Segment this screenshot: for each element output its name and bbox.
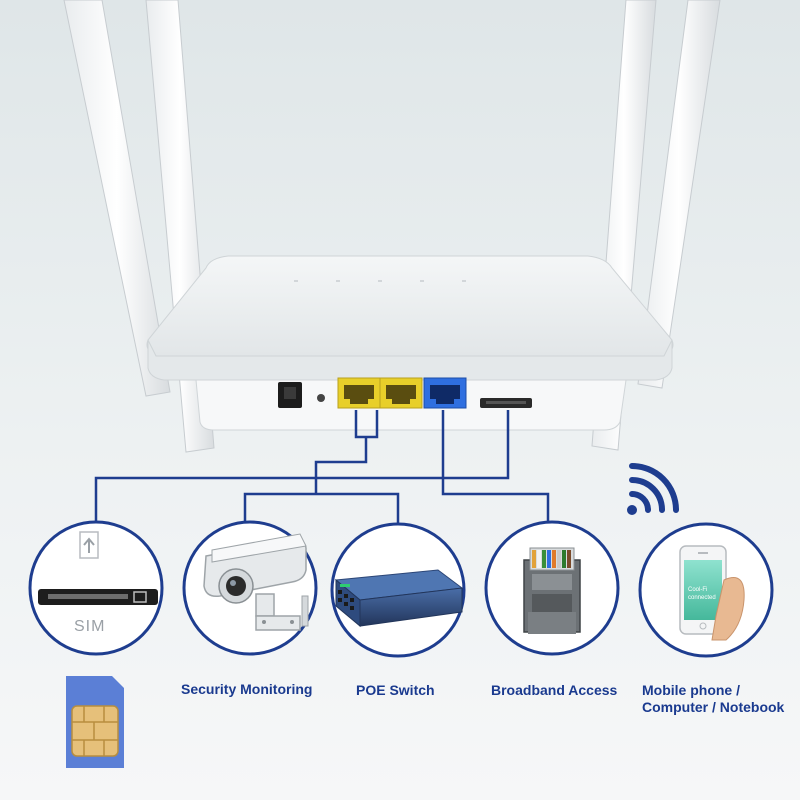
antenna-left-rear: [63, 0, 171, 397]
rj45-connector-icon: [523, 547, 581, 634]
router-body: [146, 255, 674, 431]
security-camera-circle: [182, 520, 318, 656]
mobile-circle: [638, 522, 774, 658]
connection-lines: [94, 410, 550, 524]
phone-screen-text-2: connected: [688, 595, 716, 601]
phone-screen-text-1: Cool-Fi: [688, 587, 708, 593]
lan-port-icon: [337, 377, 423, 409]
security-camera-icon: [203, 533, 309, 631]
caption-mobile-line-2: Computer / Notebook: [642, 699, 785, 715]
caption-security-monitoring: Security Monitoring: [181, 681, 313, 697]
poe-switch-icon: [334, 569, 464, 628]
arrow-up-icon: [79, 531, 99, 559]
sim-slot-icon: [38, 589, 158, 605]
caption-mobile-line-1: Mobile phone /: [642, 682, 740, 698]
caption-broadband-access: Broadband Access: [491, 682, 618, 698]
sim-card-slot-icon: [480, 398, 532, 408]
antenna-right-rear: [637, 0, 721, 389]
reset-button-icon: [317, 394, 325, 402]
sim-slot-circle: [28, 520, 164, 656]
wan-port-icon: [423, 377, 467, 409]
caption-poe-switch: POE Switch: [356, 682, 435, 698]
poe-switch-circle: [330, 522, 466, 658]
sim-label: SIM: [74, 618, 106, 635]
power-port-icon: [278, 382, 302, 408]
broadband-circle: [484, 520, 620, 656]
wifi-icon: [627, 463, 679, 515]
smartphone-icon: [679, 545, 745, 641]
sim-card-icon: [66, 676, 124, 768]
